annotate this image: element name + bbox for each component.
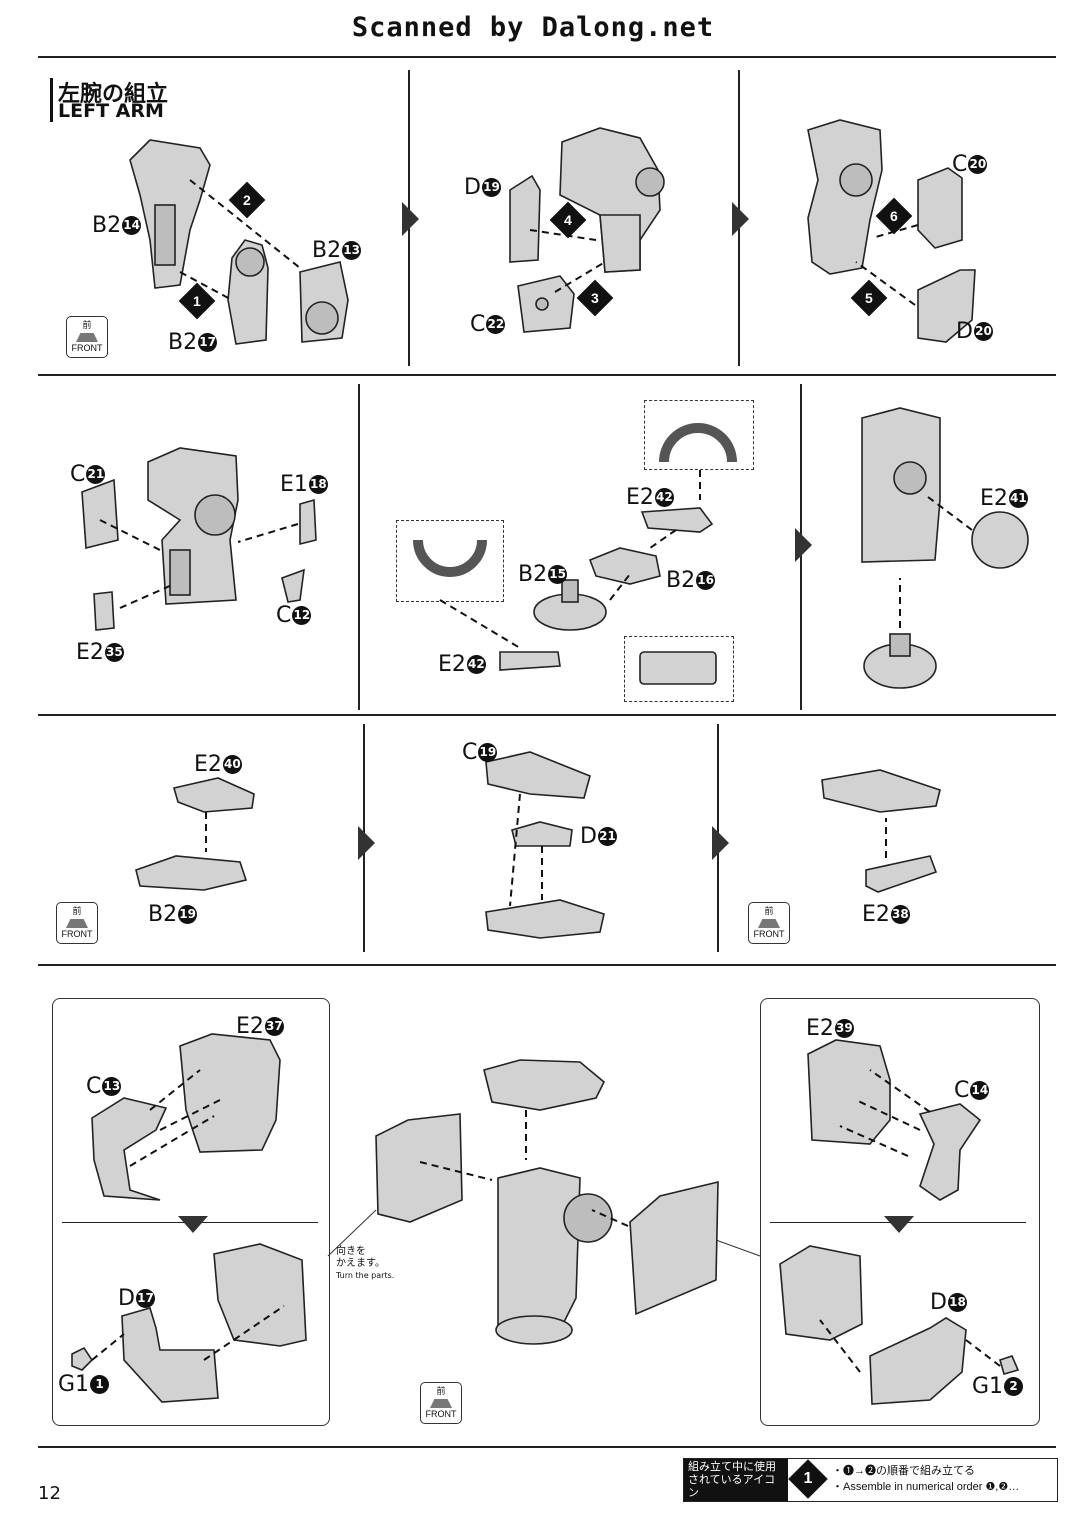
row-divider-2 (38, 714, 1056, 716)
next-step-arrow-icon (358, 826, 375, 860)
down-arrow-icon (884, 1216, 914, 1233)
footer-rule (38, 1446, 1056, 1448)
down-arrow-icon (178, 1216, 208, 1233)
section-title-ja: 左腕の組立 (58, 82, 169, 107)
legend-description: ・❶→❷の順番で組み立てる ・Assemble in numerical ord… (832, 1465, 1020, 1493)
next-step-arrow-icon (402, 202, 419, 236)
detail-inset (396, 520, 504, 602)
next-step-arrow-icon (712, 826, 729, 860)
symbol-legend: 組み立て中に使用 されているアイコン Symbols used in instr… (683, 1458, 1058, 1524)
next-step-arrow-icon (795, 528, 812, 562)
section-title-en: LEFT ARM (58, 100, 164, 122)
header-rule (38, 56, 1056, 58)
scan-credit: Scanned by Dalong.net (351, 12, 715, 43)
col-divider (358, 384, 360, 710)
row-divider-3 (38, 964, 1056, 966)
turn-parts-note: 向きを かえます。 Turn the parts. (336, 1246, 395, 1280)
page-number: 12 (38, 1483, 61, 1504)
next-step-arrow-icon (732, 202, 749, 236)
row-divider-1 (38, 374, 1056, 376)
step-number-icon: 1 (788, 1459, 828, 1499)
title-bar (50, 78, 53, 122)
legend-title: 組み立て中に使用 されているアイコン Symbols used in instr… (684, 1459, 788, 1524)
